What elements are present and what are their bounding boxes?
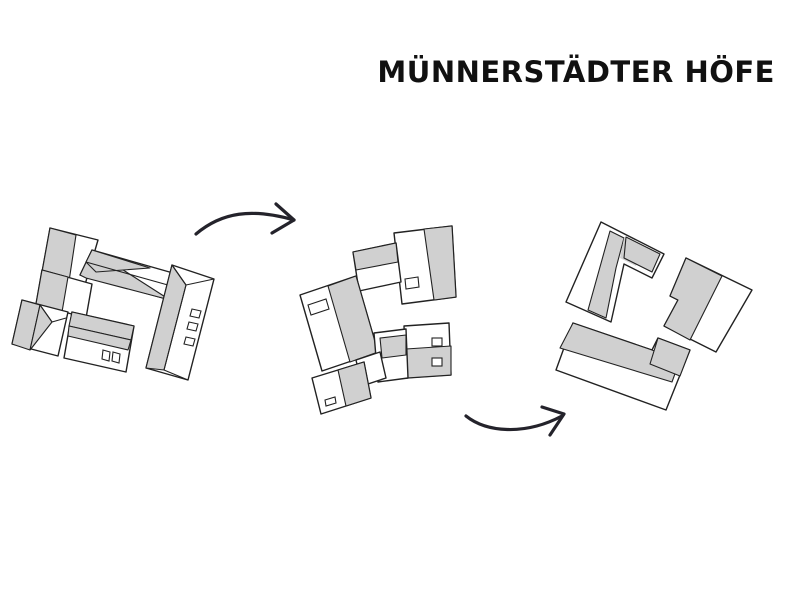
block-upper-right — [393, 225, 457, 305]
stage-1-existing-buildings — [11, 227, 215, 381]
arrow-1-curved-arrow-icon — [194, 202, 296, 236]
building-bottom-left — [11, 299, 69, 357]
building-right-hip — [145, 264, 215, 381]
new-block-top-left — [565, 221, 665, 323]
block-right-small — [403, 322, 452, 379]
building-top-middle — [79, 249, 181, 301]
block-bottom-left — [311, 361, 372, 415]
block-upper-left — [352, 242, 402, 292]
arrow-2-curved-arrow-icon — [464, 405, 566, 437]
new-block-bottom — [555, 322, 691, 411]
building-bottom-middle — [63, 311, 135, 373]
new-block-right — [663, 257, 753, 353]
building-middle-left — [35, 269, 93, 319]
stage-2-reduced-buildings — [299, 225, 457, 415]
page-title: MÜNNERSTÄDTER HÖFE — [377, 55, 775, 89]
stage-3-new-blocks — [555, 221, 753, 411]
